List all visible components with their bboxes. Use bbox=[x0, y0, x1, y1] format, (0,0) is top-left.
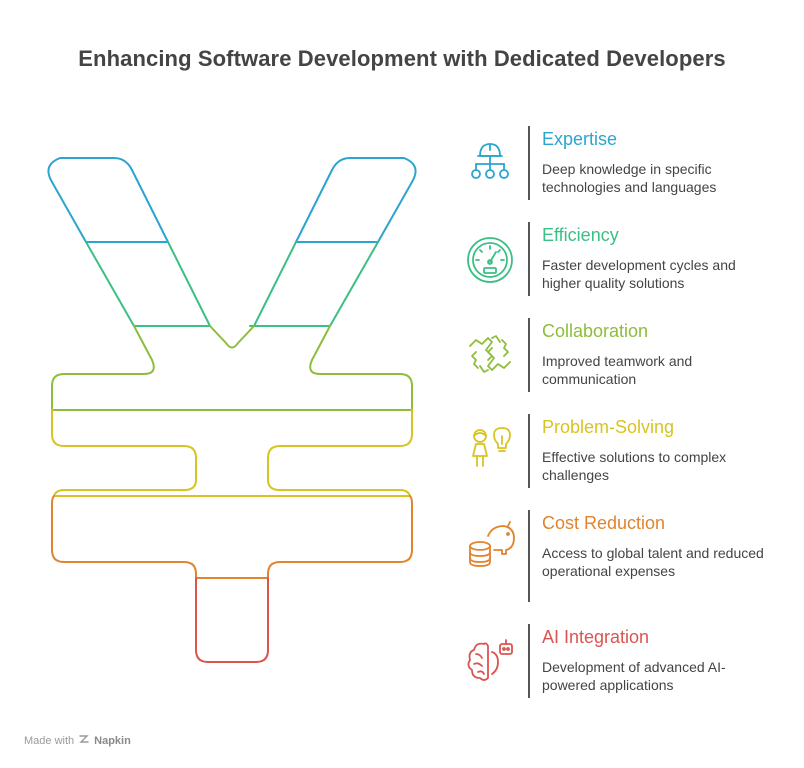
item-description: Effective solutions to complex challenge… bbox=[542, 449, 727, 483]
handshake-icon bbox=[462, 326, 518, 382]
item-divider bbox=[528, 414, 530, 488]
item-divider bbox=[528, 624, 530, 698]
yen-segment-ai-integration bbox=[195, 577, 269, 663]
item-divider bbox=[528, 510, 530, 602]
item-description: Faster development cycles and higher qua… bbox=[542, 257, 736, 291]
item-description: Access to global talent and reduced oper… bbox=[542, 545, 764, 579]
yen-segment-efficiency bbox=[85, 241, 379, 327]
yen-segment-problem-solving bbox=[51, 409, 413, 497]
item-label: Cost Reduction bbox=[542, 513, 666, 533]
item-description: Development of advanced AI-powered appli… bbox=[542, 659, 726, 693]
speedometer-icon bbox=[462, 230, 518, 286]
yen-segment-cost-reduction bbox=[51, 495, 413, 579]
item-label: Efficiency bbox=[542, 225, 619, 245]
item-divider bbox=[528, 126, 530, 200]
footer-attribution: Made with Napkin bbox=[24, 733, 131, 748]
brain-robot-icon bbox=[462, 632, 518, 688]
yen-segment-collaboration bbox=[51, 325, 413, 411]
list-item-expertise: Expertise Deep knowledge in specific tec… bbox=[462, 126, 792, 206]
yen-segment-expertise bbox=[47, 157, 417, 243]
footer-brand: Napkin bbox=[94, 734, 131, 747]
napkin-logo-icon bbox=[78, 733, 90, 748]
item-divider bbox=[528, 222, 530, 296]
person-lightbulb-icon bbox=[462, 422, 518, 478]
piggy-bank-coins-icon bbox=[462, 518, 518, 574]
item-description: Deep knowledge in specific technologies … bbox=[542, 161, 717, 195]
org-chart-icon bbox=[462, 134, 518, 190]
yen-symbol-diagram bbox=[47, 157, 417, 663]
list-item-problem-solving: Problem-Solving Effective solutions to c… bbox=[462, 414, 792, 494]
list-item-efficiency: Efficiency Faster development cycles and… bbox=[462, 222, 792, 302]
list-item-ai-integration: AI Integration Development of advanced A… bbox=[462, 624, 792, 704]
item-label: Collaboration bbox=[542, 321, 649, 341]
item-label: Problem-Solving bbox=[542, 417, 675, 437]
list-item-cost-reduction: Cost Reduction Access to global talent a… bbox=[462, 510, 792, 602]
list-item-collaboration: Collaboration Improved teamwork and comm… bbox=[462, 318, 792, 398]
item-description: Improved teamwork and communication bbox=[542, 353, 693, 387]
page-title: Enhancing Software Development with Dedi… bbox=[78, 46, 726, 71]
item-divider bbox=[528, 318, 530, 392]
footer-made-with: Made with bbox=[24, 734, 75, 747]
item-label: Expertise bbox=[542, 129, 618, 149]
item-label: AI Integration bbox=[542, 627, 650, 647]
